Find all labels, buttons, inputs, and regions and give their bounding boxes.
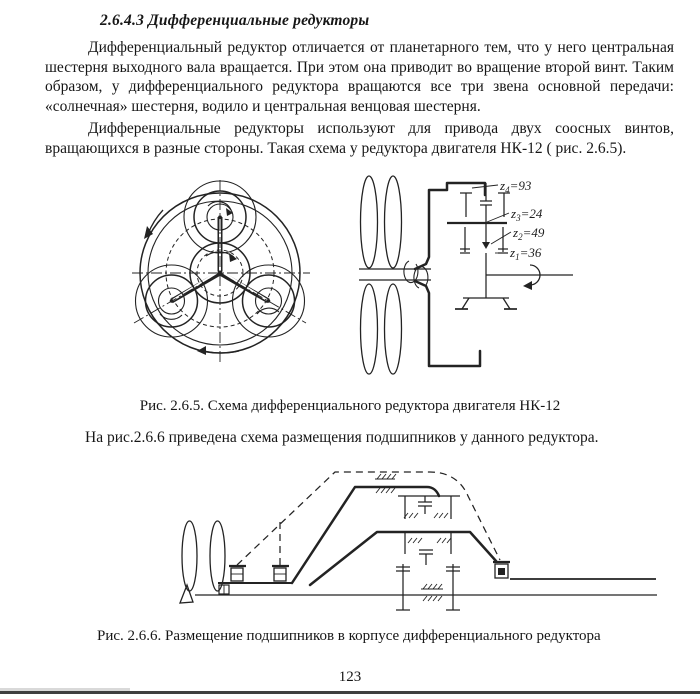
planetary-front-view bbox=[132, 180, 310, 362]
differential-reducer-scheme-svg: z4=93 z3=24 z2=49 z1=36 bbox=[132, 175, 573, 375]
bearing-right bbox=[493, 560, 510, 579]
lower-shaft-gears bbox=[396, 564, 460, 611]
gear-labels: z4=93 z3=24 z2=49 z1=36 bbox=[471, 178, 545, 262]
figure-1-caption: Рис. 2.6.5. Схема дифференциального реду… bbox=[139, 398, 561, 414]
gear-train-side-view: z4=93 z3=24 z2=49 z1=36 bbox=[359, 175, 573, 375]
output-rotation-arrow bbox=[529, 264, 541, 286]
gear-label-z4: z4=93 bbox=[499, 178, 532, 195]
page-number: 123 bbox=[338, 669, 362, 685]
figure-2-6-6 bbox=[78, 452, 668, 624]
figure-2-6-5: z4=93 z3=24 z2=49 z1=36 bbox=[118, 162, 598, 398]
planet-gear-right bbox=[231, 264, 306, 338]
gear-label-z2: z2=49 bbox=[512, 225, 545, 242]
paragraph-3: На рис.2.6.6 приведена схема размещения … bbox=[85, 429, 599, 446]
footer-rule bbox=[0, 688, 700, 694]
paragraph-2: Дифференциальные редукторы используют дл… bbox=[45, 120, 674, 157]
bearing-platform bbox=[218, 581, 292, 595]
lower-gear-unit bbox=[308, 530, 656, 587]
planet-gear-left bbox=[134, 264, 209, 338]
upper-gear-unit bbox=[290, 473, 460, 585]
rotation-arrows bbox=[144, 201, 280, 355]
bearing-left bbox=[229, 564, 246, 582]
casing-dashed-outline bbox=[236, 471, 501, 566]
propeller-blades bbox=[359, 175, 403, 375]
center-lines bbox=[132, 180, 310, 362]
paragraph-1: Дифференциальный редуктор отличается от … bbox=[45, 39, 674, 115]
bearing-arrangement-svg bbox=[179, 471, 657, 611]
gear-label-z3: z3=24 bbox=[510, 206, 543, 223]
figure-2-caption: Рис. 2.6.6. Размещение подшипников в кор… bbox=[97, 628, 601, 644]
gear-label-z1: z1=36 bbox=[509, 245, 542, 262]
propeller-and-spinner bbox=[179, 520, 226, 604]
bearing-middle bbox=[272, 564, 289, 582]
gear-cluster bbox=[455, 183, 573, 310]
reducer-housing bbox=[413, 181, 507, 368]
section-heading: 2.6.4.3 Дифференциальные редукторы bbox=[100, 12, 370, 29]
